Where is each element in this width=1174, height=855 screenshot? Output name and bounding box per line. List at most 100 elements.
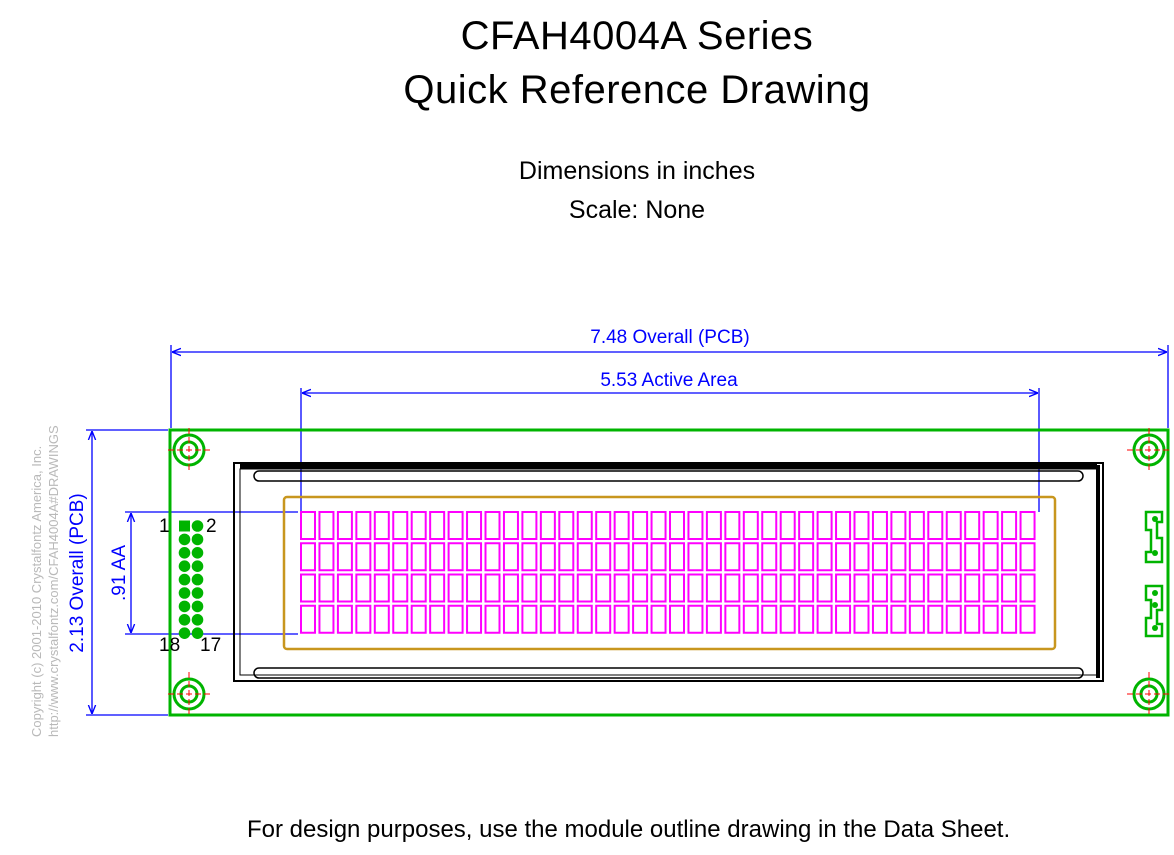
character-cell <box>429 573 446 603</box>
character-cell <box>373 573 390 603</box>
character-cell <box>669 511 685 540</box>
character-cell <box>927 573 944 603</box>
character-cell <box>890 604 907 634</box>
character-cell <box>539 604 556 634</box>
character-cell <box>336 573 353 603</box>
character-cell <box>373 542 390 572</box>
character-cell <box>300 573 316 603</box>
character-cell <box>521 573 538 603</box>
character-cell <box>798 542 815 572</box>
character-cell <box>816 511 833 540</box>
character-cell <box>687 511 704 540</box>
character-cell <box>595 604 612 634</box>
backlight-pad-lower <box>1144 584 1164 638</box>
character-cell <box>613 604 630 634</box>
character-cell <box>1001 542 1018 572</box>
character-cell <box>982 542 999 572</box>
character-cell <box>816 542 833 572</box>
character-cell <box>466 511 483 540</box>
character-cell <box>945 573 962 603</box>
character-cell <box>669 604 685 634</box>
character-cell <box>945 604 962 634</box>
character-cell <box>853 542 870 572</box>
character-cell <box>871 604 888 634</box>
character-cell <box>816 573 833 603</box>
backlight-pad-upper <box>1144 510 1164 564</box>
character-cell <box>447 542 464 572</box>
character-cell <box>595 573 612 603</box>
pin-18-label: 18 <box>159 635 180 656</box>
character-cell <box>613 511 630 540</box>
character-cell <box>447 511 464 540</box>
character-cell <box>908 573 925 603</box>
viewing-area <box>282 495 1057 651</box>
character-cell <box>650 573 667 603</box>
character-cell <box>502 604 519 634</box>
character-cell <box>669 573 685 603</box>
lcd-bezel <box>233 462 1104 682</box>
mounting-hole-top-left <box>168 428 212 472</box>
character-cell <box>484 573 501 603</box>
character-cell <box>355 511 372 540</box>
scale-note: Scale: None <box>568 196 706 224</box>
character-cell <box>539 542 556 572</box>
character-cell <box>1019 573 1036 603</box>
character-cell <box>705 542 722 572</box>
character-cell <box>705 511 722 540</box>
character-cell <box>890 573 907 603</box>
character-cell <box>336 511 353 540</box>
character-cell <box>410 511 427 540</box>
connector-header <box>178 520 204 639</box>
character-cell <box>429 604 446 634</box>
character-cell <box>521 542 538 572</box>
character-cell <box>558 604 575 634</box>
character-cell <box>964 542 981 572</box>
character-cell <box>853 573 870 603</box>
connector-pin <box>191 547 204 559</box>
character-cell <box>853 511 870 540</box>
character-cell <box>761 604 778 634</box>
overall-width-label: 7.48 Overall (PCB) <box>590 327 749 348</box>
character-cell <box>687 604 704 634</box>
character-cell <box>761 511 778 540</box>
character-cell <box>410 573 427 603</box>
pin-2-label: 2 <box>206 516 217 537</box>
character-cell <box>669 542 685 572</box>
character-cell <box>613 573 630 603</box>
character-cell <box>964 511 981 540</box>
character-cell <box>927 511 944 540</box>
character-cell <box>502 511 519 540</box>
connector-pin <box>178 614 191 626</box>
character-cell <box>724 604 741 634</box>
character-cell <box>742 542 759 572</box>
character-cell <box>502 573 519 603</box>
character-cell <box>576 573 593 603</box>
character-cell <box>502 542 519 572</box>
mounting-hole-bottom-right <box>1127 672 1171 716</box>
character-cell <box>373 604 390 634</box>
character-cell <box>742 604 759 634</box>
character-cell <box>318 604 335 634</box>
character-cell <box>1001 511 1018 540</box>
connector-pin <box>178 573 191 586</box>
character-cell <box>871 542 888 572</box>
character-cell <box>466 542 483 572</box>
character-cell <box>871 573 888 603</box>
character-cell <box>705 573 722 603</box>
character-cell <box>300 511 316 540</box>
active-area-width-dimension: 5.53 Active Area <box>300 370 1040 512</box>
character-cell <box>779 573 796 603</box>
connector-pin <box>191 520 204 532</box>
character-cell <box>558 573 575 603</box>
active-area-height-dimension: .91 AA <box>109 511 298 635</box>
character-cell <box>1019 542 1036 572</box>
character-cell <box>392 573 409 603</box>
character-cell <box>410 604 427 634</box>
pin-1-label: 1 <box>159 516 170 537</box>
character-cell <box>355 573 372 603</box>
character-cell <box>982 573 999 603</box>
character-cell <box>558 542 575 572</box>
connector-pin <box>191 573 204 586</box>
active-area-width-label: 5.53 Active Area <box>600 370 738 391</box>
